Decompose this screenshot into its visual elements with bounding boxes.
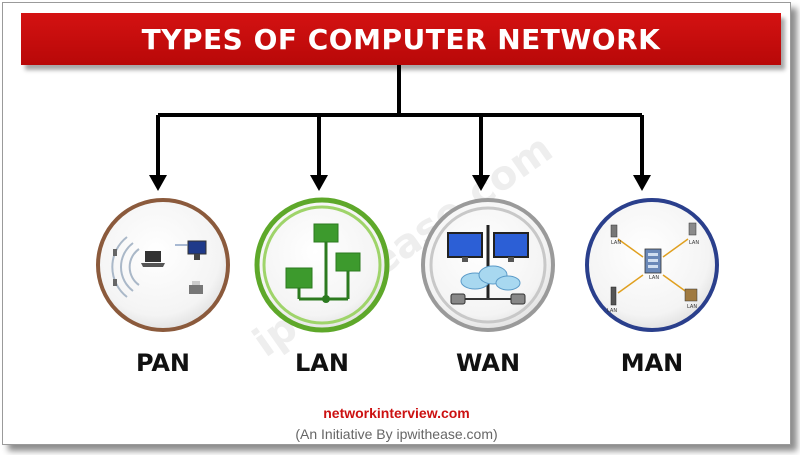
man-tag: LAN [689, 240, 699, 246]
pan-wireless-icon [111, 236, 140, 298]
lan-ring [254, 197, 390, 333]
title-banner: TYPES OF COMPUTER NETWORK [21, 13, 781, 65]
cloud-icon [460, 265, 521, 291]
pan-node [96, 198, 230, 332]
man-tag: LAN [687, 304, 697, 310]
wan-label: WAN [455, 349, 521, 377]
desktop-icon [175, 240, 207, 260]
diagram-title: TYPES OF COMPUTER NETWORK [141, 22, 661, 56]
network-diagram: LAN LAN LAN LAN LAN [96, 65, 719, 333]
phone-icon [113, 249, 117, 256]
man-node: LAN LAN LAN LAN LAN [585, 198, 719, 332]
cable-icon [450, 293, 526, 305]
printer-icon [189, 281, 203, 294]
connector-arrowheads [149, 175, 651, 191]
man-links [617, 238, 689, 294]
lan-label: LAN [295, 349, 349, 377]
lan-topology-icon [285, 223, 361, 289]
man-tag: LAN [649, 275, 659, 281]
phone-icon-2 [113, 279, 117, 286]
building-icon-se [684, 288, 698, 302]
footer-tagline: (An Initiative By ipwithease.com) [295, 426, 498, 442]
footer-site-link[interactable]: networkinterview.com [323, 405, 470, 421]
wan-node [421, 198, 555, 332]
diagram-frame: TYPES OF COMPUTER NETWORK ipwithease.com [2, 2, 791, 445]
lan-node [254, 197, 390, 333]
building-icon-ne [688, 222, 697, 236]
central-building-icon [644, 248, 662, 274]
monitor-icon-right [493, 232, 529, 262]
connector-lines [156, 65, 644, 175]
building-icon-nw [610, 224, 618, 238]
laptop-icon [141, 251, 165, 267]
man-tag: LAN [611, 240, 621, 246]
pan-label: PAN [135, 349, 191, 377]
man-label: MAN [620, 349, 684, 377]
monitor-icon-left [447, 232, 483, 262]
building-icon-sw [610, 286, 617, 306]
man-tag: LAN [607, 308, 617, 314]
